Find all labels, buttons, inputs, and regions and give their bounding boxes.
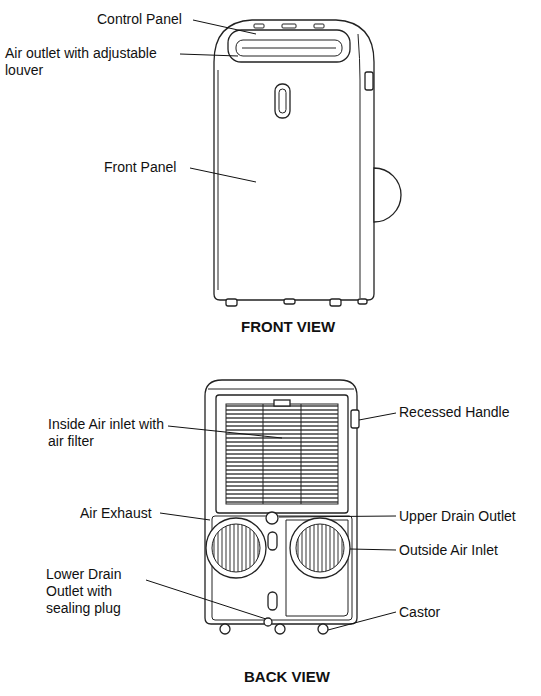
leader-line [168, 426, 282, 438]
front-panel-edge [218, 70, 219, 290]
part-label: Outside Air Inlet [399, 542, 539, 559]
lower-panel [212, 516, 352, 620]
part-label: Air outlet with adjustable louver [5, 45, 185, 79]
side-handle [351, 410, 359, 428]
leader-line [180, 54, 238, 56]
louver-line [242, 48, 336, 49]
back-unit [205, 380, 359, 634]
leader-line [350, 549, 396, 550]
display-window [275, 84, 290, 118]
control-button [254, 24, 264, 28]
part-label: Air Exhaust [80, 505, 180, 522]
leader-line [279, 516, 396, 517]
leader-lines [146, 20, 396, 630]
view-caption: FRONT VIEW [241, 318, 361, 335]
grille-divider [263, 404, 264, 504]
side-bump [374, 168, 401, 222]
castor [275, 624, 285, 634]
unit-body [205, 380, 357, 624]
part-label: Castor [399, 604, 479, 621]
side-edge [358, 34, 360, 298]
front-unit [214, 20, 401, 306]
castor [226, 299, 237, 306]
leader-line [328, 612, 396, 630]
slot [268, 592, 277, 610]
slot [268, 532, 277, 550]
filter-tab [274, 400, 290, 406]
inlet-port [290, 518, 350, 578]
louver [236, 40, 342, 56]
side-handle [365, 72, 373, 90]
part-label: Lower Drain Outlet with sealing plug [46, 566, 141, 617]
castor [318, 624, 328, 634]
grille-divider [301, 404, 302, 504]
leader-line [359, 413, 396, 420]
castor [220, 624, 230, 634]
part-label: Upper Drain Outlet [399, 508, 539, 525]
inlet-grille [296, 524, 344, 572]
part-label: Control Panel [97, 11, 217, 28]
leader-line [160, 513, 210, 520]
leader-line [146, 580, 266, 619]
castor [330, 299, 341, 306]
leader-line [190, 168, 256, 182]
part-label: Inside Air inlet with air filter [48, 416, 173, 450]
filter-frame [216, 395, 348, 513]
upper-drain [266, 512, 278, 524]
control-button [282, 24, 296, 28]
castor [284, 299, 295, 304]
air-outlet [228, 30, 350, 62]
view-caption: BACK VIEW [244, 668, 364, 685]
control-button [314, 24, 324, 28]
unit-body [214, 20, 374, 300]
part-label: Front Panel [104, 159, 204, 176]
filter-grille [226, 404, 338, 504]
exhaust-grille [212, 524, 260, 572]
castor [358, 299, 367, 304]
top-band [208, 389, 354, 390]
display-inner [279, 89, 286, 113]
part-label: Recessed Handle [399, 404, 539, 421]
exhaust-port [206, 518, 266, 578]
leader-line [193, 20, 256, 34]
